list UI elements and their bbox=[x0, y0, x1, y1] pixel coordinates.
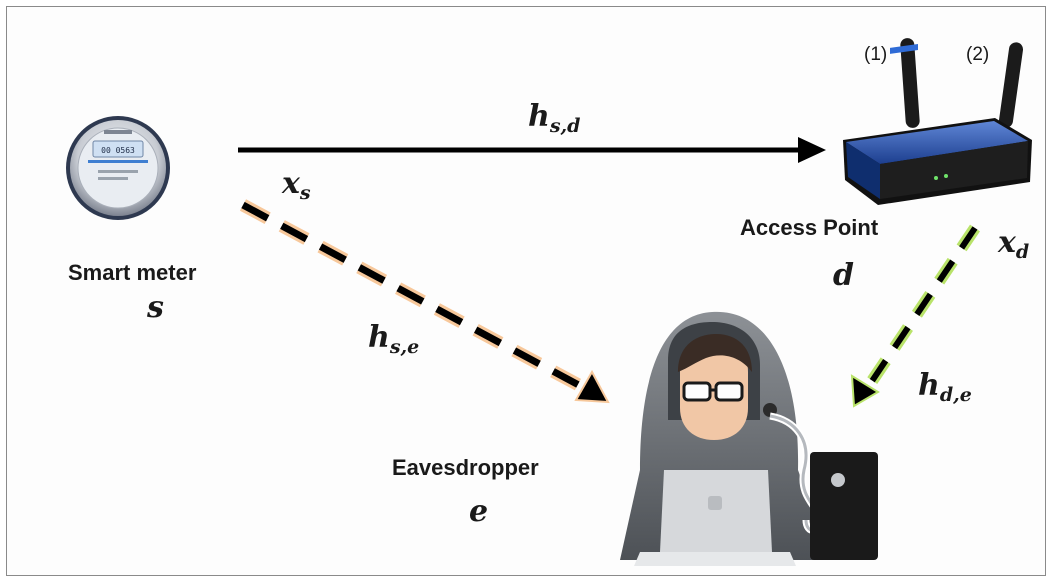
meter-reading: 00 0563 bbox=[101, 146, 135, 155]
eavesdropper-icon bbox=[620, 311, 878, 566]
label-x-s: xs bbox=[282, 166, 311, 204]
eavesdropper-symbol: e bbox=[469, 494, 489, 529]
antenna-2-label: (2) bbox=[966, 44, 990, 65]
access-point-label: Access Point bbox=[740, 215, 879, 240]
smart-meter-label: Smart meter bbox=[68, 260, 197, 285]
link-h-de bbox=[850, 224, 980, 408]
antenna-1-label: (1) bbox=[864, 44, 888, 65]
smart-meter-symbol: s bbox=[147, 290, 164, 325]
label-h-de: hd,e bbox=[918, 368, 972, 406]
router-icon bbox=[843, 38, 1032, 205]
label-h-sd: hs,d bbox=[528, 99, 581, 137]
label-x-d: xd bbox=[998, 225, 1030, 263]
label-h-se: hs,e bbox=[368, 320, 420, 358]
link-h-se bbox=[239, 199, 610, 404]
access-point-symbol: d bbox=[833, 258, 854, 293]
smart-meter-icon bbox=[66, 116, 170, 220]
link-h-sd bbox=[238, 137, 826, 163]
eavesdropper-label: Eavesdropper bbox=[392, 455, 539, 480]
